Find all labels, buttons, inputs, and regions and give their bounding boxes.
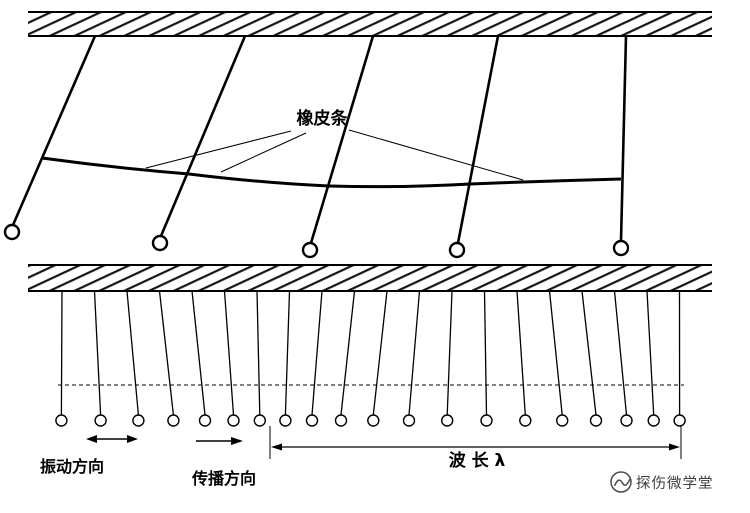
pendulum-bob bbox=[227, 414, 240, 427]
pendulum-bob bbox=[334, 414, 348, 427]
pendulum-string bbox=[340, 290, 356, 416]
pendulum-bob bbox=[151, 234, 169, 252]
pendulum-bob bbox=[612, 239, 630, 257]
watermark-logo-icon bbox=[610, 471, 632, 493]
vibration-direction-annotation: 振动方向 bbox=[40, 435, 138, 476]
rubber-band-curve bbox=[41, 156, 622, 189]
arrowhead-left-icon bbox=[271, 443, 282, 451]
upper-bar-hatch bbox=[28, 12, 712, 36]
pendulum-bob bbox=[132, 414, 145, 427]
upper-fixed-bar bbox=[28, 11, 712, 37]
pendulum-string bbox=[311, 290, 323, 416]
pendulum-bob bbox=[673, 414, 686, 427]
pendulum-string bbox=[191, 290, 206, 416]
upper-panel: 橡皮条 bbox=[3, 11, 712, 259]
pendulum-string bbox=[309, 35, 375, 244]
vibration-direction-label: 振动方向 bbox=[40, 457, 104, 476]
pendulum-string bbox=[126, 290, 140, 416]
pendulum-string bbox=[372, 290, 388, 416]
pendulum-bob bbox=[253, 414, 266, 427]
pendulum-string bbox=[60, 290, 63, 416]
pendulum-bob bbox=[367, 414, 380, 427]
pendulum-bob bbox=[198, 414, 212, 427]
pendulum-bob bbox=[519, 414, 532, 427]
pendulum-string bbox=[223, 290, 235, 416]
pendulum-bob bbox=[589, 414, 603, 427]
leader-line bbox=[145, 130, 292, 169]
pendulum-string bbox=[408, 290, 421, 416]
pendulum-string bbox=[446, 290, 453, 416]
pendulum-string bbox=[619, 35, 628, 242]
pendulum-string bbox=[548, 290, 563, 416]
leader-line bbox=[348, 129, 524, 181]
upper-pendulum-strings bbox=[11, 35, 628, 244]
arrowhead-right-icon bbox=[127, 435, 138, 443]
rubber-band-label: 橡皮条 bbox=[297, 108, 349, 129]
lower-pendulum-strings bbox=[60, 290, 681, 416]
pendulum-bob bbox=[167, 414, 180, 427]
arrowhead-left-icon bbox=[86, 435, 97, 443]
wavelength-annotation: 波 长 λ bbox=[269, 426, 682, 471]
pendulum-bob bbox=[402, 414, 416, 427]
pendulum-bob bbox=[620, 414, 633, 427]
watermark-text: 探伤微学堂 bbox=[636, 475, 714, 492]
pendulum-bob bbox=[301, 241, 319, 259]
pendulum-string bbox=[516, 290, 526, 416]
pendulum-bob bbox=[305, 414, 319, 427]
rubber-band-callout: 橡皮条 bbox=[145, 108, 524, 181]
pendulum-string bbox=[456, 35, 500, 244]
pendulum-string bbox=[483, 290, 488, 416]
pendulum-string bbox=[11, 35, 97, 226]
pendulum-string bbox=[581, 290, 597, 416]
pendulum-bob bbox=[480, 414, 493, 427]
pendulum-bob bbox=[441, 414, 454, 427]
upper-pendulum-bobs bbox=[3, 223, 630, 259]
pendulum-string bbox=[256, 290, 261, 416]
pendulum-bob bbox=[279, 414, 292, 427]
propagation-direction-label: 传播方向 bbox=[191, 469, 256, 488]
pendulum-string bbox=[284, 290, 291, 416]
pendulum-bob bbox=[556, 414, 569, 427]
propagation-direction-annotation: 传播方向 bbox=[191, 437, 256, 488]
lower-pendulum-bobs bbox=[55, 414, 686, 427]
lower-panel: 振动方向 传播方向 波 长 λ bbox=[28, 264, 712, 488]
wavelength-label: 波 长 λ bbox=[449, 450, 506, 471]
watermark: 探伤微学堂 bbox=[610, 471, 714, 493]
pendulum-bob bbox=[448, 241, 466, 259]
pendulum-bob bbox=[3, 223, 21, 241]
pendulum-bob bbox=[647, 414, 660, 427]
pendulum-bob bbox=[55, 414, 68, 427]
pendulum-string bbox=[93, 290, 102, 416]
lower-bar-hatch bbox=[28, 265, 712, 291]
arrowhead-right-icon bbox=[669, 443, 680, 451]
leader-line bbox=[220, 132, 307, 173]
lower-fixed-bar bbox=[28, 264, 712, 292]
pendulum-bob bbox=[94, 414, 107, 427]
pendulum-string bbox=[646, 290, 655, 416]
pendulum-string bbox=[613, 290, 628, 416]
pendulum-string bbox=[159, 35, 247, 237]
pendulum-string bbox=[158, 290, 175, 416]
arrowhead-right-icon bbox=[231, 437, 243, 445]
